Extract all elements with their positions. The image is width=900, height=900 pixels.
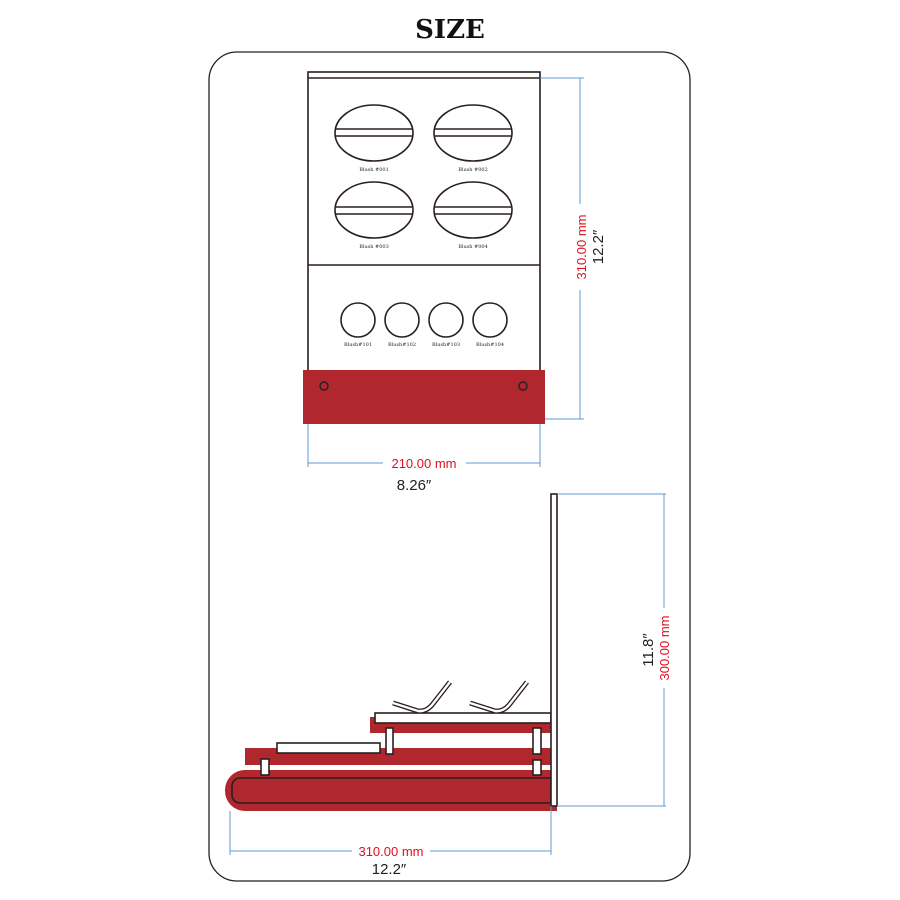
width-dimension: 210.00 mm 8.26″ xyxy=(307,424,541,494)
top-shelf xyxy=(374,712,552,724)
svg-text:300.00 mm: 300.00 mm xyxy=(657,615,672,680)
middle-shelf xyxy=(276,742,381,754)
svg-text:Blush#101: Blush#101 xyxy=(344,342,372,348)
svg-text:8.26″: 8.26″ xyxy=(397,477,432,494)
small-slot: Blush#104 xyxy=(472,302,508,348)
small-slot: Blush#103 xyxy=(428,302,464,348)
svg-text:11.8″: 11.8″ xyxy=(640,633,657,667)
svg-text:Blush #001: Blush #001 xyxy=(359,167,389,173)
svg-text:Blush #004: Blush #004 xyxy=(458,244,488,250)
svg-text:Blush#103: Blush#103 xyxy=(432,342,460,348)
depth-dimension: 310.00 mm 12.2″ xyxy=(229,806,552,878)
svg-text:310.00 mm: 310.00 mm xyxy=(574,214,589,279)
large-slot: Blush #001 xyxy=(334,104,414,173)
side-view: 11.8″ 300.00 mm 310.00 mm 12.2″ xyxy=(225,493,672,878)
svg-text:Blush #003: Blush #003 xyxy=(359,244,389,250)
front-view: Blush #001 Blush #002 Blush #003 Blush #… xyxy=(303,71,607,494)
large-slot: Blush #003 xyxy=(334,181,414,250)
svg-text:210.00 mm: 210.00 mm xyxy=(391,456,456,471)
svg-text:12.2″: 12.2″ xyxy=(590,229,607,264)
svg-text:310.00 mm: 310.00 mm xyxy=(358,844,423,859)
small-slot: Blush#101 xyxy=(340,302,376,348)
page-title: SIZE xyxy=(415,15,485,45)
height-dimension: 310.00 mm 12.2″ xyxy=(540,77,607,420)
large-slot: Blush #004 xyxy=(433,181,513,250)
red-base xyxy=(303,370,545,424)
screw-hole xyxy=(319,381,329,391)
screw-hole xyxy=(518,381,528,391)
small-slot: Blush#102 xyxy=(384,302,420,348)
svg-text:Blush#102: Blush#102 xyxy=(388,342,416,348)
side-height-dimension: 11.8″ 300.00 mm xyxy=(557,493,672,807)
svg-text:Blush #002: Blush #002 xyxy=(458,167,488,173)
base-shelf xyxy=(225,770,557,811)
svg-text:Blush#104: Blush#104 xyxy=(476,342,504,348)
svg-text:12.2″: 12.2″ xyxy=(372,861,407,878)
large-slot: Blush #002 xyxy=(433,104,513,173)
back-panel xyxy=(550,493,558,807)
